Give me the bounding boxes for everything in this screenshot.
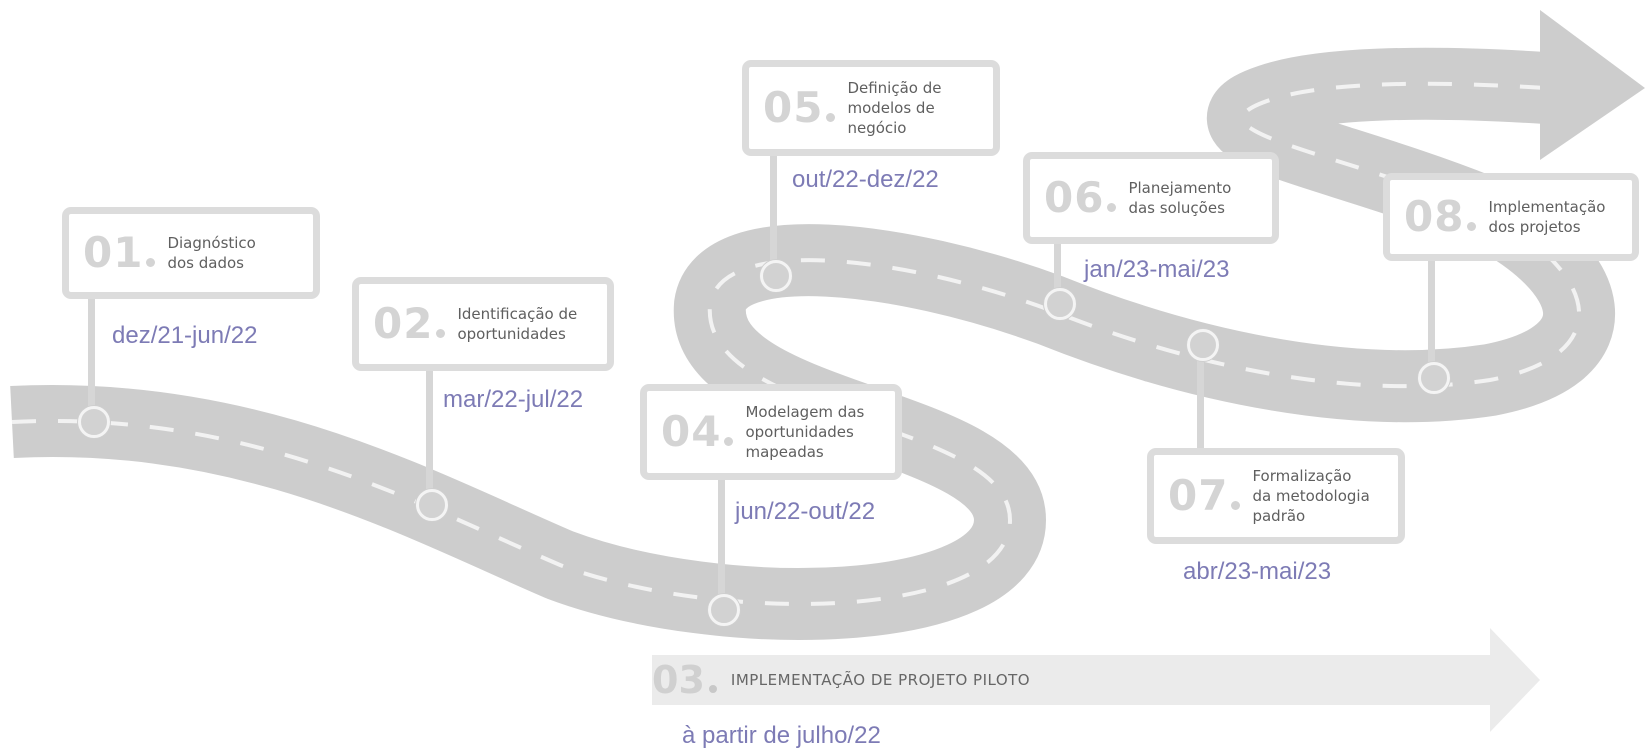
step-02-label: Identificação de oportunidades — [457, 305, 578, 343]
step-08-pole — [1428, 248, 1435, 373]
step-07-card: 07 Formalização da metodologia padrão — [1147, 448, 1405, 544]
step-06-pole — [1054, 232, 1061, 302]
step-08-card: 08 Implementação dos projetos — [1383, 173, 1639, 261]
step-03-pilot: 03 IMPLEMENTAÇÃO DE PROJETO PILOTO — [652, 660, 1030, 700]
step-07-number: 07 — [1154, 475, 1241, 517]
step-01-pole — [88, 290, 95, 420]
step-06-date: jan/23-mai/23 — [1084, 256, 1230, 283]
step-05-pole — [770, 145, 777, 275]
step-07-label: Formalização da metodologia padrão — [1252, 467, 1370, 525]
step-02-marker — [416, 489, 448, 521]
step-07-pole — [1197, 345, 1204, 455]
step-08-number: 08 — [1390, 196, 1477, 238]
step-01-card: 01 Diagnóstico dos dados — [62, 207, 320, 299]
step-05-marker — [760, 260, 792, 292]
step-03-label: IMPLEMENTAÇÃO DE PROJETO PILOTO — [730, 671, 1031, 689]
road-arrow-head — [1540, 10, 1645, 160]
step-02-date: mar/22-jul/22 — [443, 386, 584, 413]
step-08-marker — [1418, 362, 1450, 394]
step-01-label: Diagnóstico dos dados — [167, 234, 256, 272]
step-06-marker — [1044, 288, 1076, 320]
step-03-number: 03 — [652, 661, 717, 699]
step-01-date: dez/21-jun/22 — [112, 322, 258, 349]
step-04-number: 04 — [647, 411, 734, 453]
road-dashes — [11, 81, 1582, 606]
step-02-pole — [426, 360, 433, 490]
step-04-pole — [718, 465, 725, 595]
step-05-card: 05 Definição de modelos de negócio — [742, 60, 1000, 156]
step-08-label: Implementação dos projetos — [1488, 198, 1606, 236]
step-02-number: 02 — [359, 303, 446, 345]
step-02-card: 02 Identificação de oportunidades — [352, 277, 614, 371]
step-01-number: 01 — [69, 232, 156, 274]
pilot-arrow — [652, 628, 1540, 732]
step-06-label: Planejamento das soluções — [1128, 179, 1232, 217]
step-06-card: 06 Planejamento das soluções — [1023, 152, 1279, 244]
step-05-label: Definição de modelos de negócio — [847, 79, 942, 137]
step-01-marker — [78, 406, 110, 438]
step-04-card: 04 Modelagem das oportunidades mapeadas — [640, 384, 902, 480]
step-07-date: abr/23-mai/23 — [1183, 558, 1332, 585]
step-03-date: à partir de julho/22 — [682, 722, 881, 749]
step-04-label: Modelagem das oportunidades mapeadas — [745, 403, 865, 461]
step-05-number: 05 — [749, 87, 836, 129]
step-07-marker — [1187, 329, 1219, 361]
step-04-date: jun/22-out/22 — [735, 498, 876, 525]
step-05-date: out/22-dez/22 — [792, 166, 939, 193]
step-06-number: 06 — [1030, 177, 1117, 219]
step-04-marker — [708, 594, 740, 626]
